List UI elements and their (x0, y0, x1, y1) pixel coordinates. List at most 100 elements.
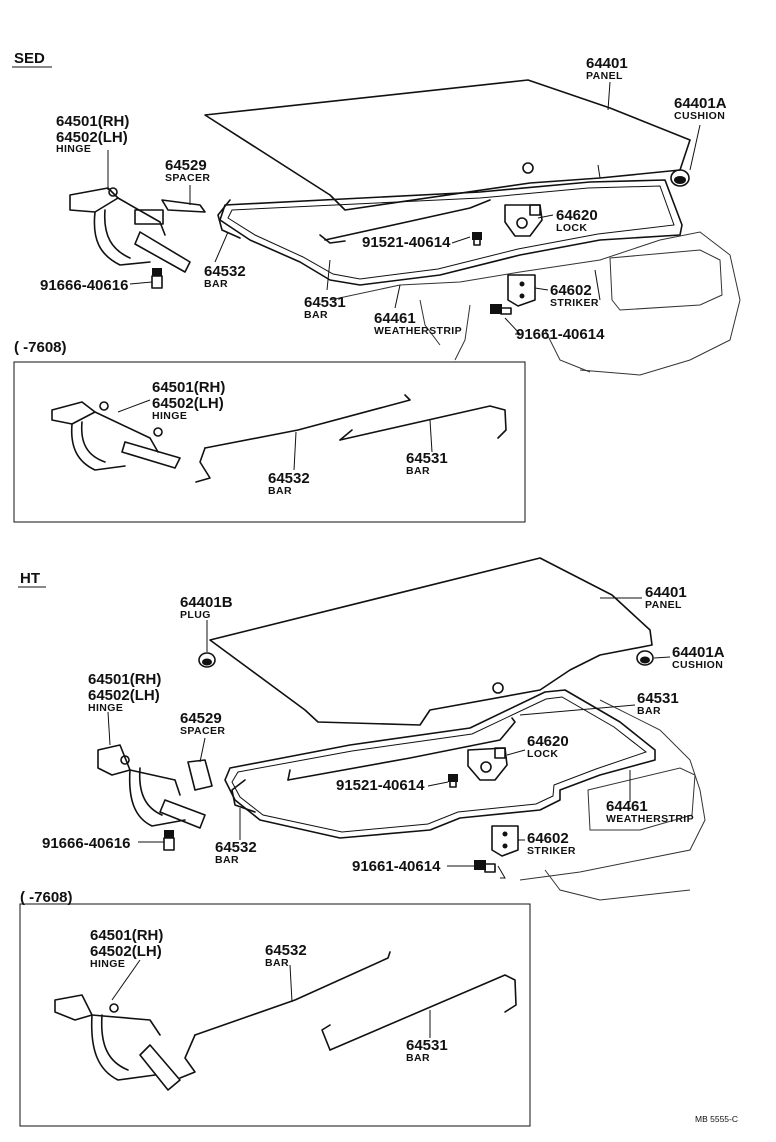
sed-bolt-lock: 91521-40614 (362, 234, 451, 251)
sed-cushion-icon (670, 169, 690, 187)
sed-panel-name: PANEL (586, 70, 623, 82)
sed-bar-64532-number: 64532 (204, 263, 246, 280)
ht-bar-64531-number: 64531 (637, 690, 679, 707)
sed-bolt-lock-icon (472, 232, 482, 246)
sed-inset-bar-64532-number: 64532 (268, 470, 310, 487)
sed-trunk-panel (204, 79, 691, 211)
sed-inset-hinge-name: HINGE (152, 410, 187, 422)
sed-hinge-rh: 64501(RH) (56, 113, 129, 130)
ht-inset-bar-64532-number: 64532 (265, 942, 307, 959)
ht-inset-hinge-rh: 64501(RH) (90, 927, 163, 944)
ht-labels: 64401 PANEL 64401B PLUG 64401A CUSHION 6… (42, 584, 725, 875)
ht-lock-number: 64620 (527, 733, 569, 750)
ht-weatherstrip-number: 64461 (606, 798, 648, 815)
sed-bar-64532 (217, 199, 241, 239)
ht-bolt-striker-icon (474, 860, 496, 873)
sed-bolt-hinge-icon (151, 268, 163, 289)
sed-key-cylinder (522, 162, 534, 174)
ht-spacer-name: SPACER (180, 725, 225, 737)
sed-striker-icon (507, 274, 536, 307)
sed-bar-64531-number: 64531 (304, 294, 346, 311)
sed-panel-number: 64401 (586, 55, 628, 72)
ht-inset-frame (19, 903, 531, 1127)
ht-inset-hinge-lh: 64502(LH) (90, 943, 162, 960)
sed-striker-number: 64602 (550, 282, 592, 299)
ht-lock-icon (467, 747, 508, 781)
ht-bar-64531-name: BAR (637, 705, 661, 717)
ht-body-outline (519, 699, 706, 901)
ht-lock-name: LOCK (527, 748, 558, 760)
sed-cushion-number: 64401A (674, 95, 727, 112)
sed-bar-64532-name: BAR (204, 278, 228, 290)
ht-spacer-number: 64529 (180, 710, 222, 727)
sed-inset-bar-64531-number: 64531 (406, 450, 448, 467)
ht-bar-64532 (231, 779, 256, 813)
sed-spacer-number: 64529 (165, 157, 207, 174)
ht-striker-name: STRIKER (527, 845, 576, 857)
ht-bolt-hinge-icon (163, 830, 175, 851)
sed-inset-bar-64532-name: BAR (268, 485, 292, 497)
sed-spacer-icon (161, 199, 206, 213)
ht-plug-name: PLUG (180, 609, 211, 621)
sed-inset-hinge-rh: 64501(RH) (152, 379, 225, 396)
ht-leader-lines (107, 597, 671, 879)
ht-bolt-striker: 91661-40614 (352, 858, 441, 875)
ht-weatherstrip-name: WEATHERSTRIP (606, 813, 694, 825)
ht-inset-period: ( -7608) (20, 889, 73, 906)
ht-inset-bar-64531-name: BAR (406, 1052, 430, 1064)
ht-trunk-panel (209, 557, 653, 726)
ht-bar-64532-number: 64532 (215, 839, 257, 856)
sed-inset-bar-64531 (339, 405, 507, 441)
sed-body-outline (329, 231, 741, 376)
ht-cushion-name: CUSHION (672, 659, 723, 671)
ht-section: HT (18, 557, 725, 1127)
ht-inset-hinge-name: HINGE (90, 958, 125, 970)
ht-hinge-rh: 64501(RH) (88, 671, 161, 688)
sed-hinge-lh: 64502(LH) (56, 129, 128, 146)
sed-inset-hinge-lh: 64502(LH) (152, 395, 224, 412)
sed-inset: ( -7608) 64501(R (13, 339, 526, 523)
ht-inset-hinge-icon (54, 994, 181, 1091)
sed-lock-icon (504, 204, 543, 237)
sed-hinge-icon (69, 187, 191, 273)
reference-code: MB 5555-C (695, 1114, 738, 1124)
sed-weatherstrip-name: WEATHERSTRIP (374, 325, 462, 337)
ht-weatherstrip (224, 689, 656, 839)
ht-inset-bar-64531 (321, 974, 517, 1051)
sed-bar-64531-name: BAR (304, 309, 328, 321)
sed-inset-period: ( -7608) (14, 339, 67, 356)
sed-bolt-striker-icon (490, 304, 512, 315)
ht-bolt-lock: 91521-40614 (336, 777, 425, 794)
sed-inset-bar-64531-name: BAR (406, 465, 430, 477)
sed-inset-hinge-icon (51, 401, 181, 471)
sed-labels: 64401 PANEL 64401A CUSHION 64501(RH) 645… (40, 55, 727, 343)
sed-bolt-hinge: 91666-40616 (40, 277, 128, 294)
ht-bar-64532-name: BAR (215, 854, 239, 866)
sed-section: SED (12, 50, 741, 523)
sed-hinge-name: HINGE (56, 143, 91, 155)
ht-bolt-lock-icon (448, 774, 458, 788)
sed-inset-frame (13, 361, 526, 523)
ht-hinge-name: HINGE (88, 702, 123, 714)
ht-key-cylinder (492, 682, 504, 694)
ht-cushion-icon (636, 650, 654, 666)
sed-striker-name: STRIKER (550, 297, 599, 309)
ht-plug-icon (198, 652, 216, 668)
ht-panel-number: 64401 (645, 584, 687, 601)
sed-section-title: SED (14, 50, 45, 67)
ht-hinge-icon (97, 744, 206, 829)
ht-inset-bar-64531-number: 64531 (406, 1037, 448, 1054)
ht-cushion-number: 64401A (672, 644, 725, 661)
sed-spacer-name: SPACER (165, 172, 210, 184)
ht-inset-bar-64532-name: BAR (265, 957, 289, 969)
ht-panel-name: PANEL (645, 599, 682, 611)
sed-cushion-name: CUSHION (674, 110, 725, 122)
ht-spacer-icon (187, 759, 213, 791)
ht-bar-64531 (287, 717, 516, 781)
ht-inset-bar-64532 (179, 951, 391, 1079)
sed-leader-lines (107, 81, 701, 335)
sed-weatherstrip (219, 179, 683, 286)
sed-bar-64531 (319, 199, 491, 244)
sed-weatherstrip-number: 64461 (374, 310, 416, 327)
